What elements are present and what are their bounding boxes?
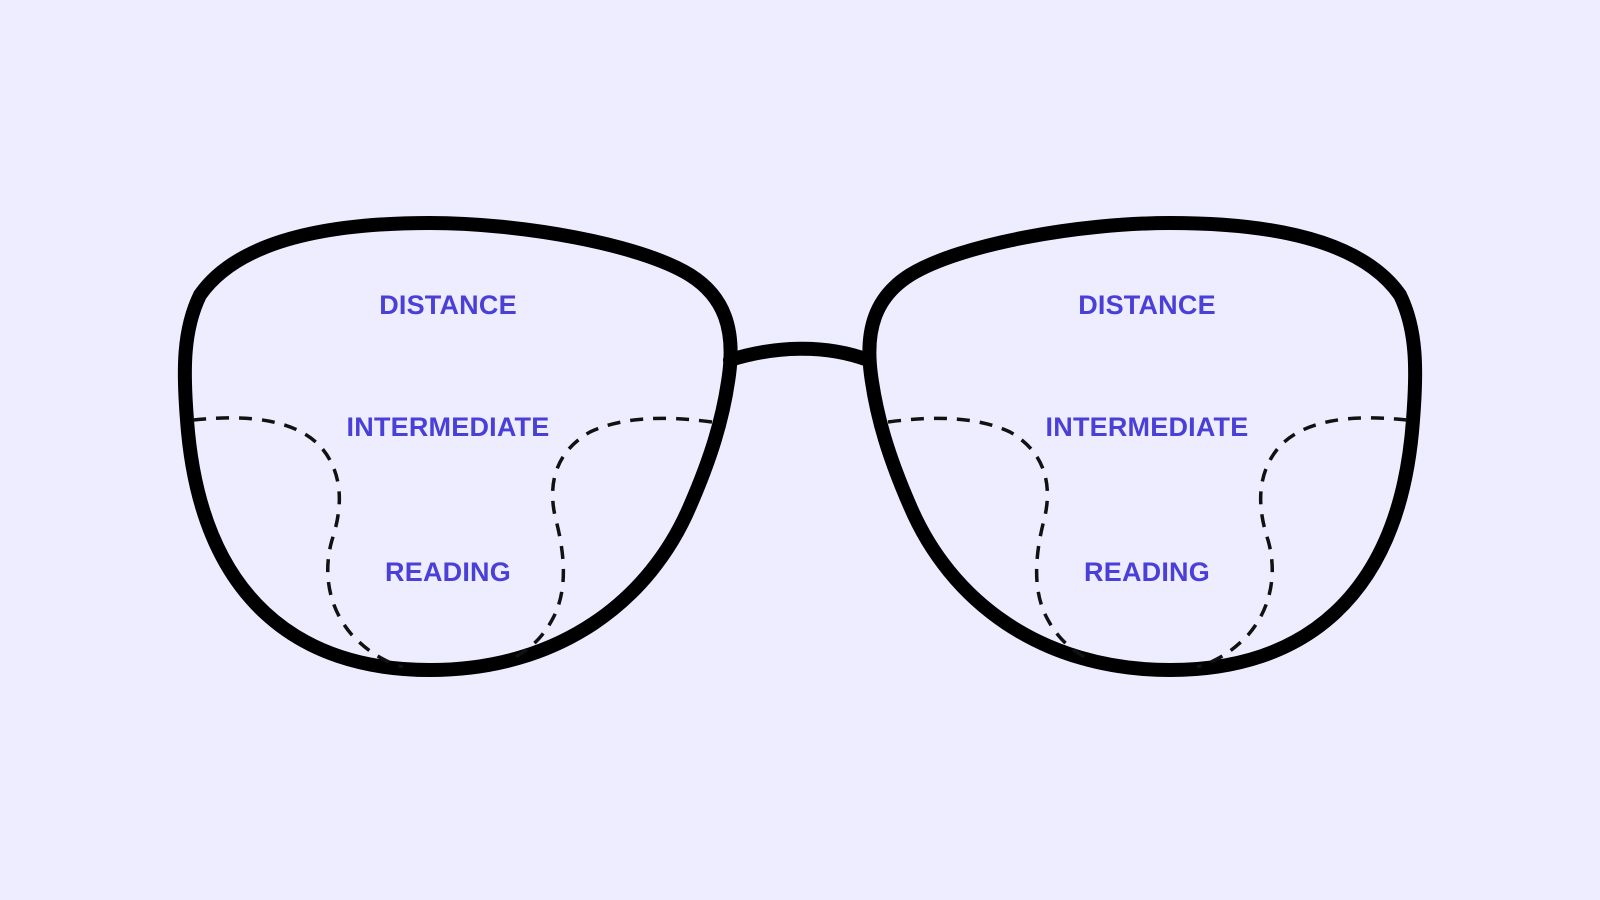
right-distance-label: DISTANCE (1078, 290, 1216, 320)
left-intermediate-label: INTERMEDIATE (347, 412, 550, 442)
right-lens-frame (862, 216, 1423, 677)
left-lens-inner-zone-boundary (509, 416, 713, 662)
right-intermediate-label: INTERMEDIATE (1046, 412, 1249, 442)
left-distance-label: DISTANCE (379, 290, 517, 320)
right-lens (862, 216, 1423, 677)
left-lens (177, 216, 738, 677)
right-reading-label: READING (1084, 557, 1210, 587)
right-lens-inner-zone-boundary (887, 416, 1091, 662)
nose-bridge (723, 341, 875, 367)
left-lens-frame (177, 216, 738, 677)
left-reading-label: READING (385, 557, 511, 587)
